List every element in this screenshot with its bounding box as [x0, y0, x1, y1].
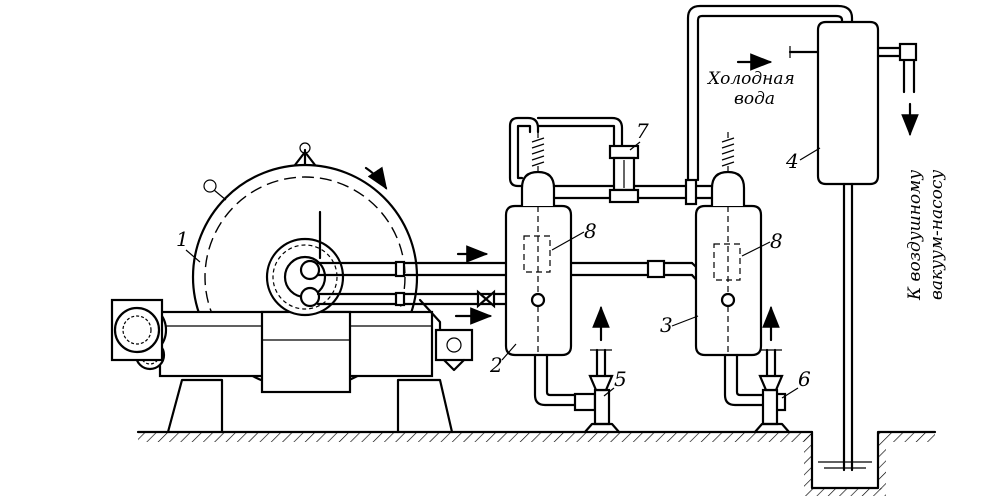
condenser-pipe — [686, 4, 854, 182]
label-float-right: 8 — [770, 229, 783, 253]
label-pump-6: 6 — [798, 367, 811, 391]
label-sight-glass: 7 — [636, 119, 649, 143]
label-pump-5: 5 — [614, 367, 627, 391]
label-drum-filter: 1 — [176, 227, 189, 251]
label-condenser: 4 — [785, 149, 799, 173]
cold-water-line1: Холодная — [706, 69, 795, 89]
receiver-2 — [504, 132, 577, 407]
pump-5 — [573, 305, 621, 434]
pump-6 — [753, 305, 791, 434]
cold-water-line2: вода — [734, 89, 775, 109]
vacuum-line1: К воздушному — [905, 170, 925, 301]
label-receiver-3: 3 — [660, 313, 673, 337]
vacuum-pump-text: К воздушному вакуум-насосу — [905, 170, 947, 301]
vacuum-line2: вакуум-насосу — [927, 170, 947, 300]
receiver-3 — [694, 132, 767, 407]
condenser — [736, 20, 919, 472]
floor — [136, 430, 937, 496]
label-receiver-2: 2 — [489, 353, 503, 377]
drum-filter — [110, 142, 474, 434]
label-float-left: 8 — [584, 219, 597, 243]
vacuum-manifold — [508, 116, 714, 206]
